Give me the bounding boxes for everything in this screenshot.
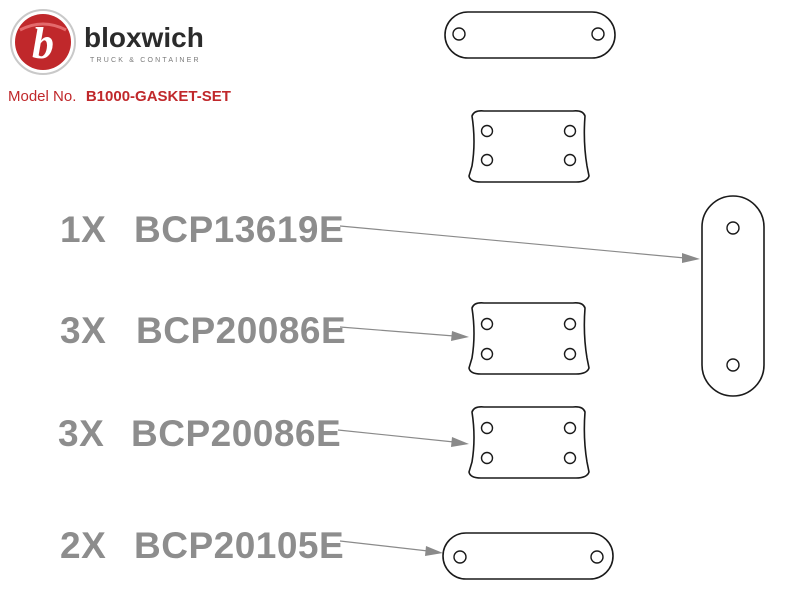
- brand-tagline: TRUCK & CONTAINER: [90, 57, 201, 64]
- part-code: BCP20086E: [136, 310, 346, 351]
- part-qty: 1X: [60, 209, 106, 250]
- gasket-oval-top: [444, 11, 616, 59]
- logo-badge-icon: b: [10, 9, 76, 75]
- part-code: BCP20105E: [134, 525, 344, 566]
- part-qty: 2X: [60, 525, 106, 566]
- model-prefix: Model No.: [8, 88, 76, 105]
- part-code: BCP20086E: [131, 413, 341, 454]
- model-number: Model No. B1000-GASKET-SET: [8, 88, 231, 105]
- brand-logo: b bloxwich TRUCK & CONTAINER: [10, 9, 204, 75]
- model-code: B1000-GASKET-SET: [86, 88, 231, 105]
- leader-line-1: [339, 225, 700, 263]
- part-label-2: 3X BCP20086E: [60, 310, 346, 351]
- part-code: BCP13619E: [134, 209, 344, 250]
- part-label-3: 3X BCP20086E: [58, 413, 341, 454]
- logo-letter: b: [32, 19, 54, 68]
- part-label-1: 1X BCP13619E: [60, 209, 344, 250]
- part-qty: 3X: [60, 310, 106, 351]
- gasket-rect-3: [468, 406, 590, 479]
- leader-line-2: [339, 326, 469, 341]
- gasket-oval-bottom: [442, 532, 614, 580]
- part-label-4: 2X BCP20105E: [60, 525, 344, 566]
- gasket-rect-1: [468, 110, 590, 183]
- leader-line-4: [339, 540, 443, 556]
- gasket-rect-2: [468, 302, 590, 375]
- brand-name: bloxwich: [84, 22, 204, 53]
- gasket-vertical-long: [701, 195, 765, 397]
- part-qty: 3X: [58, 413, 104, 454]
- leader-line-3: [337, 429, 469, 447]
